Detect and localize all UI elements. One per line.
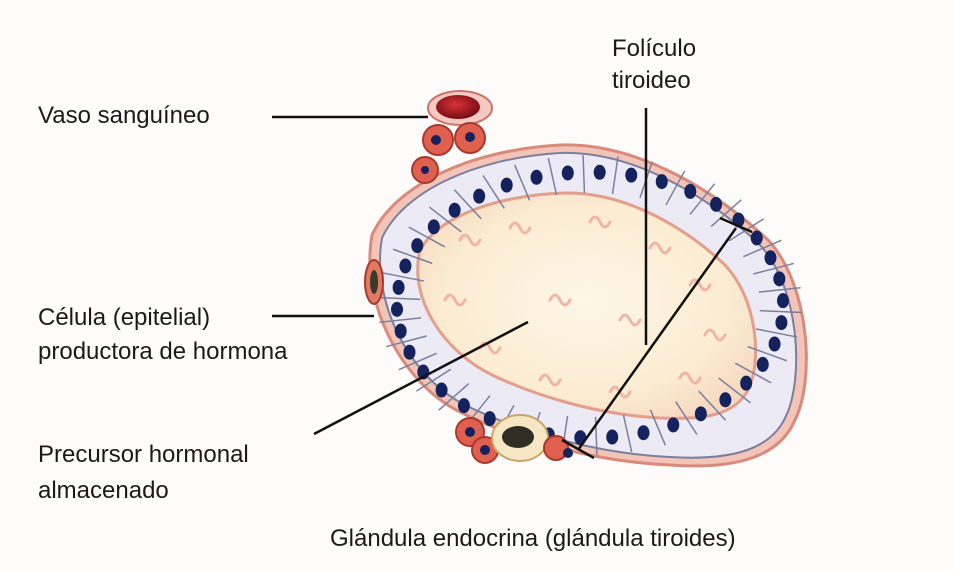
blood-vessel-top [411,90,493,184]
cell-nucleus [500,177,513,193]
cell-nucleus [427,219,440,235]
cell-wall [698,390,727,421]
cell-nucleus [403,344,416,360]
follicle-bracket-bottom [561,438,595,460]
cell-wall [382,272,425,282]
cell-wall [665,170,686,206]
cell-nuclei [391,164,789,446]
cell-wall [759,309,802,314]
cell-nucleus [756,356,769,372]
colloid-swirl [508,221,532,235]
caption: Glándula endocrina (glándula tiroides) [330,525,736,552]
colloid-swirl [443,293,467,307]
cell-wall [758,286,801,293]
cell-nucleus [483,411,496,427]
label-precursor-line2: almacenado [38,477,169,504]
cell-wall [689,183,716,215]
cell-wall [408,226,446,248]
colloid-swirl [588,215,612,229]
cell-wall [482,175,505,209]
label-celula-line1: Célula (epitelial) [38,304,211,331]
cell-wall [453,189,482,220]
cell-nucleus [768,336,781,352]
cell-nucleus [593,164,606,180]
cell-nucleus [530,169,543,185]
cell-nucleus [667,417,680,433]
cell-wall [379,317,422,324]
colloid-swirl [618,313,642,327]
cell-nucleus [740,375,753,391]
label-foliculo-line1: Folículo [612,35,697,62]
label-foliculo-line2: tiroideo [612,67,691,94]
cell-wall [416,368,452,392]
cell-wall [611,156,619,195]
cell-wall [386,335,427,348]
blood-vessel-bottom [455,414,573,464]
cell-wall [755,328,798,338]
cell-nucleus [776,293,789,309]
blood-vessel-left [364,259,384,305]
cell-nucleus [606,429,619,445]
cell-wall [718,377,752,404]
cell-nucleus [694,406,707,422]
cell-wall [753,262,794,275]
cell-nucleus [394,323,407,339]
cell-nucleus [710,196,723,212]
cell-nucleus [764,250,777,266]
cell-wall [438,382,470,411]
cell-wall [582,155,586,194]
colloid-swirl [688,278,712,292]
colloid-swirl [703,328,727,342]
cell-nucleus [448,202,461,218]
cell-nucleus [750,230,763,246]
cell-nucleus [574,430,587,446]
cell-wall [649,409,667,446]
cell-wall [710,199,742,228]
cell-nucleus [457,398,470,414]
colloid-swirl [548,293,572,307]
cell-nucleus [625,167,638,183]
cell-nucleus [435,382,448,398]
cell-nucleus [719,392,732,408]
cell-wall [743,239,782,258]
cell-nucleus [473,188,486,204]
cell-wall [622,414,633,453]
cell-nucleus [392,279,405,295]
cell-nucleus [637,425,650,441]
cell-walls [378,155,802,455]
follicle-bracket-top [719,216,753,234]
colloid-swirl [648,241,672,255]
cell-wall [747,345,788,362]
cell-nucleus [773,271,786,287]
colloid-swirl [538,373,562,387]
colloid-swirl [458,233,482,247]
cell-nucleus [411,238,424,254]
cell-wall [392,248,433,265]
cell-wall [428,206,462,233]
cell-wall [378,296,421,301]
cell-nucleus [391,301,404,317]
cell-wall [547,157,558,196]
cell-wall [675,401,698,435]
cell-nucleus [399,258,412,274]
label-vaso-sanguineo: Vaso sanguíneo [38,102,210,129]
cell-wall [398,352,437,371]
cell-nucleus [684,183,697,199]
colloid-swirl [478,341,502,355]
cell-nucleus [655,174,668,190]
label-precursor-line1: Precursor hormonal [38,441,249,468]
leader-precursor [313,320,529,436]
label-celula-line2: productora de hormona [38,338,288,365]
cell-nucleus [775,315,788,331]
follicle-bracket-line [576,227,738,451]
cell-wall [513,164,531,201]
colloid-swirl [678,371,702,385]
cell-nucleus [561,165,574,181]
colloid-swirls [443,215,727,399]
cell-wall [734,362,772,384]
